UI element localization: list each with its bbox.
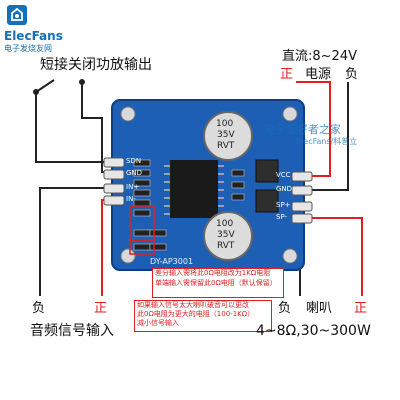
- cap-bottom-voltage: 35V: [217, 230, 235, 240]
- pin-label-sp-neg: SP-: [276, 213, 288, 221]
- power-name-label: 电源: [305, 67, 332, 82]
- power-positive-wire: [296, 81, 331, 177]
- audio-negative-label: 负: [32, 301, 46, 316]
- note1-line1: 差分输入需将此0Ω电阻改为1KΩ电阻: [155, 269, 271, 277]
- power-positive-label: 正: [280, 67, 294, 82]
- pin-label-sp-pos: SP+: [276, 201, 291, 209]
- audio-input-wires: [39, 187, 118, 296]
- power-title: 直流:8~24V: [282, 49, 357, 64]
- note2-line1: 如果输入信号太大喇叭破音可以更改: [137, 301, 249, 309]
- speaker-spec-label: 4~8Ω,30~300W: [256, 323, 371, 339]
- brand-logo: [6, 4, 28, 26]
- speaker-positive-label: 正: [354, 301, 368, 316]
- pcb-board: [103, 99, 313, 271]
- pin-label-in-pos: IN+: [126, 183, 140, 191]
- cap-bottom-brand: RVT: [217, 241, 235, 251]
- audio-input-label: 音频信号输入: [30, 323, 114, 339]
- watermark-line2: ElecFans/科普立: [296, 137, 358, 146]
- pin-label-in-neg: IN-: [126, 195, 136, 203]
- audio-positive-label: 正: [94, 301, 108, 316]
- speaker-positive-wire: [300, 217, 363, 296]
- board-model: DY-AP3001: [150, 257, 194, 266]
- pin-label-gnd-left: GND: [126, 169, 143, 177]
- cap-top-value: 100: [216, 119, 234, 129]
- power-negative-label: 负: [345, 67, 359, 82]
- pin-label-gnd-right: GND: [276, 185, 293, 193]
- note1-line2: 单端输入需保留此0Ω电阻（默认保留）: [155, 279, 277, 287]
- brand-name: ElecFans: [4, 29, 63, 43]
- power-negative-wire: [300, 82, 349, 191]
- cap-top-brand: RVT: [217, 141, 235, 151]
- brand-tagline: 电子发烧友网: [4, 44, 52, 53]
- pin-label-sdn: SDN: [126, 157, 142, 165]
- speaker-name-label: 喇叭: [306, 301, 333, 316]
- pin-label-vcc: VCC: [276, 171, 291, 179]
- note2-line3: 减小信号输入: [137, 319, 179, 327]
- note2-line2: 此0Ω电阻为更大的电阻（100-1KΩ）: [137, 310, 255, 318]
- cap-bottom-value: 100: [216, 219, 234, 229]
- watermark-line1: 电子爱好者之家: [264, 123, 341, 136]
- note-differential-input: 差分输入需将此0Ω电阻改为1KΩ电阻 单端输入需保留此0Ω电阻（默认保留）: [152, 268, 284, 298]
- speaker-negative-label: 负: [278, 301, 292, 316]
- shutdown-label: 短接关闭功放输出: [40, 57, 152, 73]
- note-signal-attenuation: 如果输入信号太大喇叭破音可以更改 此0Ω电阻为更大的电阻（100-1KΩ） 减小…: [134, 300, 272, 332]
- cap-top-voltage: 35V: [217, 130, 235, 140]
